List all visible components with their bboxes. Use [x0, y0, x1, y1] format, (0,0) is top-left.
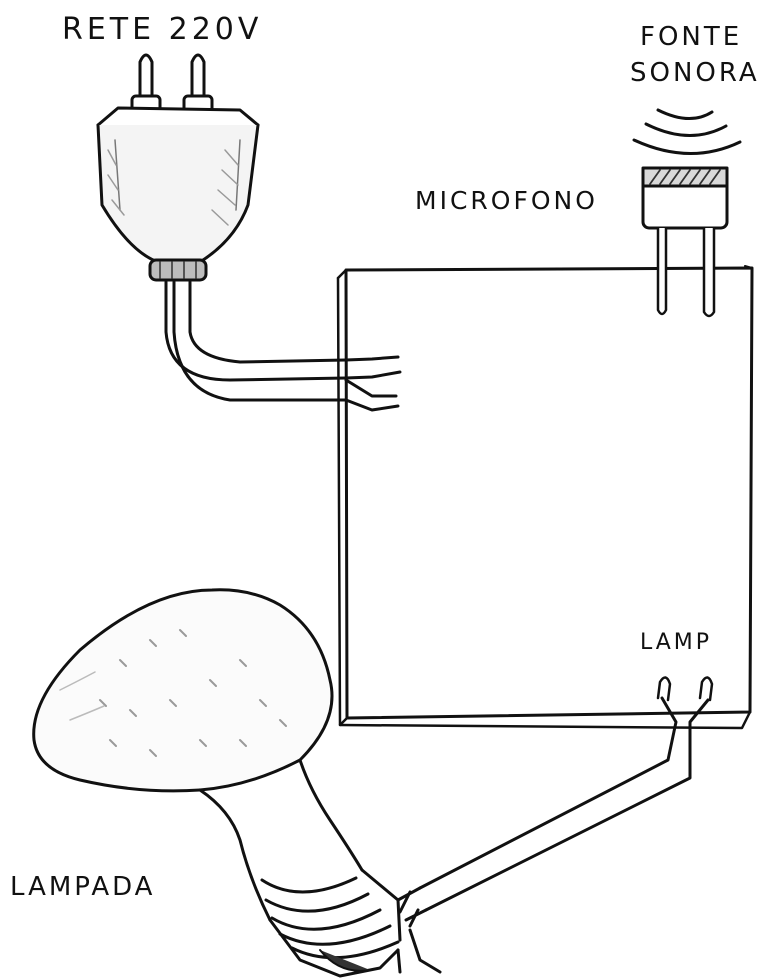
mains-label: RETE 220V	[62, 12, 262, 47]
lamp-label: LAMPADA	[10, 872, 155, 902]
sound-waves	[634, 110, 740, 154]
sound-source-label-line2: SONORA	[630, 58, 760, 88]
sound-source-label-line1: FONTE	[640, 22, 742, 52]
microphone-label: MICROFONO	[415, 186, 598, 215]
lamp-terminal-label: LAMP	[640, 630, 712, 655]
circuit-board	[338, 266, 752, 728]
light-bulb	[34, 590, 400, 976]
lamp-cable	[398, 677, 712, 972]
